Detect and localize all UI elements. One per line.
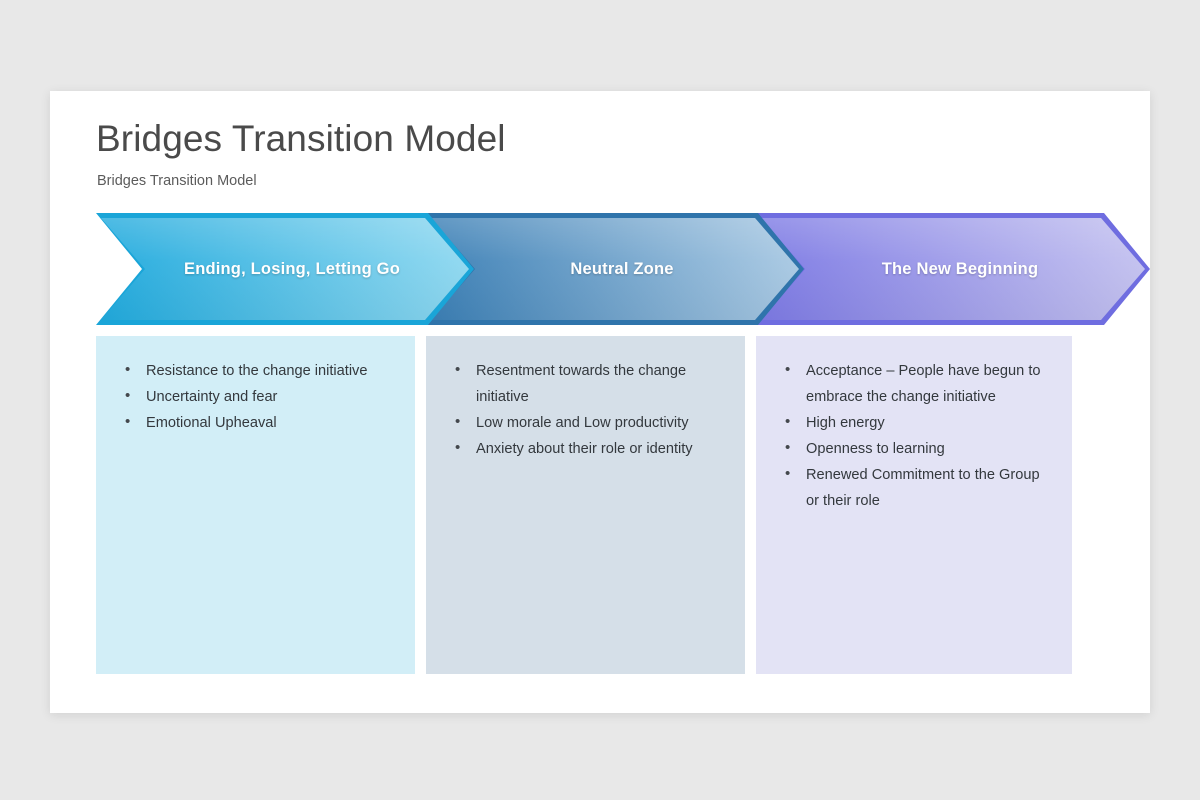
stage-chevron-neutral-zone[interactable]: Neutral Zone bbox=[426, 213, 804, 325]
stage-content-panels: Resistance to the change initiativeUncer… bbox=[50, 336, 1150, 674]
bullet-item: Resistance to the change initiative bbox=[118, 357, 399, 384]
stage-panel-the-new-beginning: Acceptance – People have begun to embrac… bbox=[756, 336, 1072, 674]
stage-panel-neutral-zone: Resentment towards the change initiative… bbox=[426, 336, 745, 674]
chevron-fill-shape bbox=[761, 218, 1145, 320]
chevron-fill-shape bbox=[101, 218, 469, 320]
page-title: Bridges Transition Model bbox=[96, 118, 506, 159]
stage-chevron-label: Neutral Zone bbox=[570, 259, 674, 278]
bullet-item: Low morale and Low productivity bbox=[448, 409, 729, 436]
bullet-item: Anxiety about their role or identity bbox=[448, 435, 729, 462]
bullet-item: High energy bbox=[778, 409, 1056, 436]
stage-chevron-the-new-beginning[interactable]: The New Beginning bbox=[756, 213, 1150, 325]
bullet-item: Openness to learning bbox=[778, 435, 1056, 462]
bullet-item: Emotional Upheaval bbox=[118, 409, 399, 436]
stage-chevron-ending-losing-letting-go[interactable]: Ending, Losing, Letting Go bbox=[96, 213, 474, 325]
bullet-list: Resentment towards the change initiative… bbox=[448, 357, 729, 462]
bullet-item: Acceptance – People have begun to embrac… bbox=[778, 357, 1056, 410]
bullet-item: Uncertainty and fear bbox=[118, 383, 399, 410]
stage-chevron-band: Ending, Losing, Letting Go Neutral Zone … bbox=[50, 213, 1150, 325]
stage-chevron-label: The New Beginning bbox=[881, 259, 1039, 278]
slide-card: Bridges Transition Model Bridges Transit… bbox=[50, 91, 1150, 713]
bullet-list: Acceptance – People have begun to embrac… bbox=[778, 357, 1056, 514]
bullet-item: Resentment towards the change initiative bbox=[448, 357, 729, 410]
stage-chevron-label: Ending, Losing, Letting Go bbox=[183, 259, 400, 278]
chevron-fill-shape bbox=[431, 218, 799, 320]
stage-panel-ending-losing-letting-go: Resistance to the change initiativeUncer… bbox=[96, 336, 415, 674]
bullet-list: Resistance to the change initiativeUncer… bbox=[118, 357, 399, 436]
page-subtitle: Bridges Transition Model bbox=[97, 173, 257, 189]
bullet-item: Renewed Commitment to the Group or their… bbox=[778, 461, 1056, 514]
